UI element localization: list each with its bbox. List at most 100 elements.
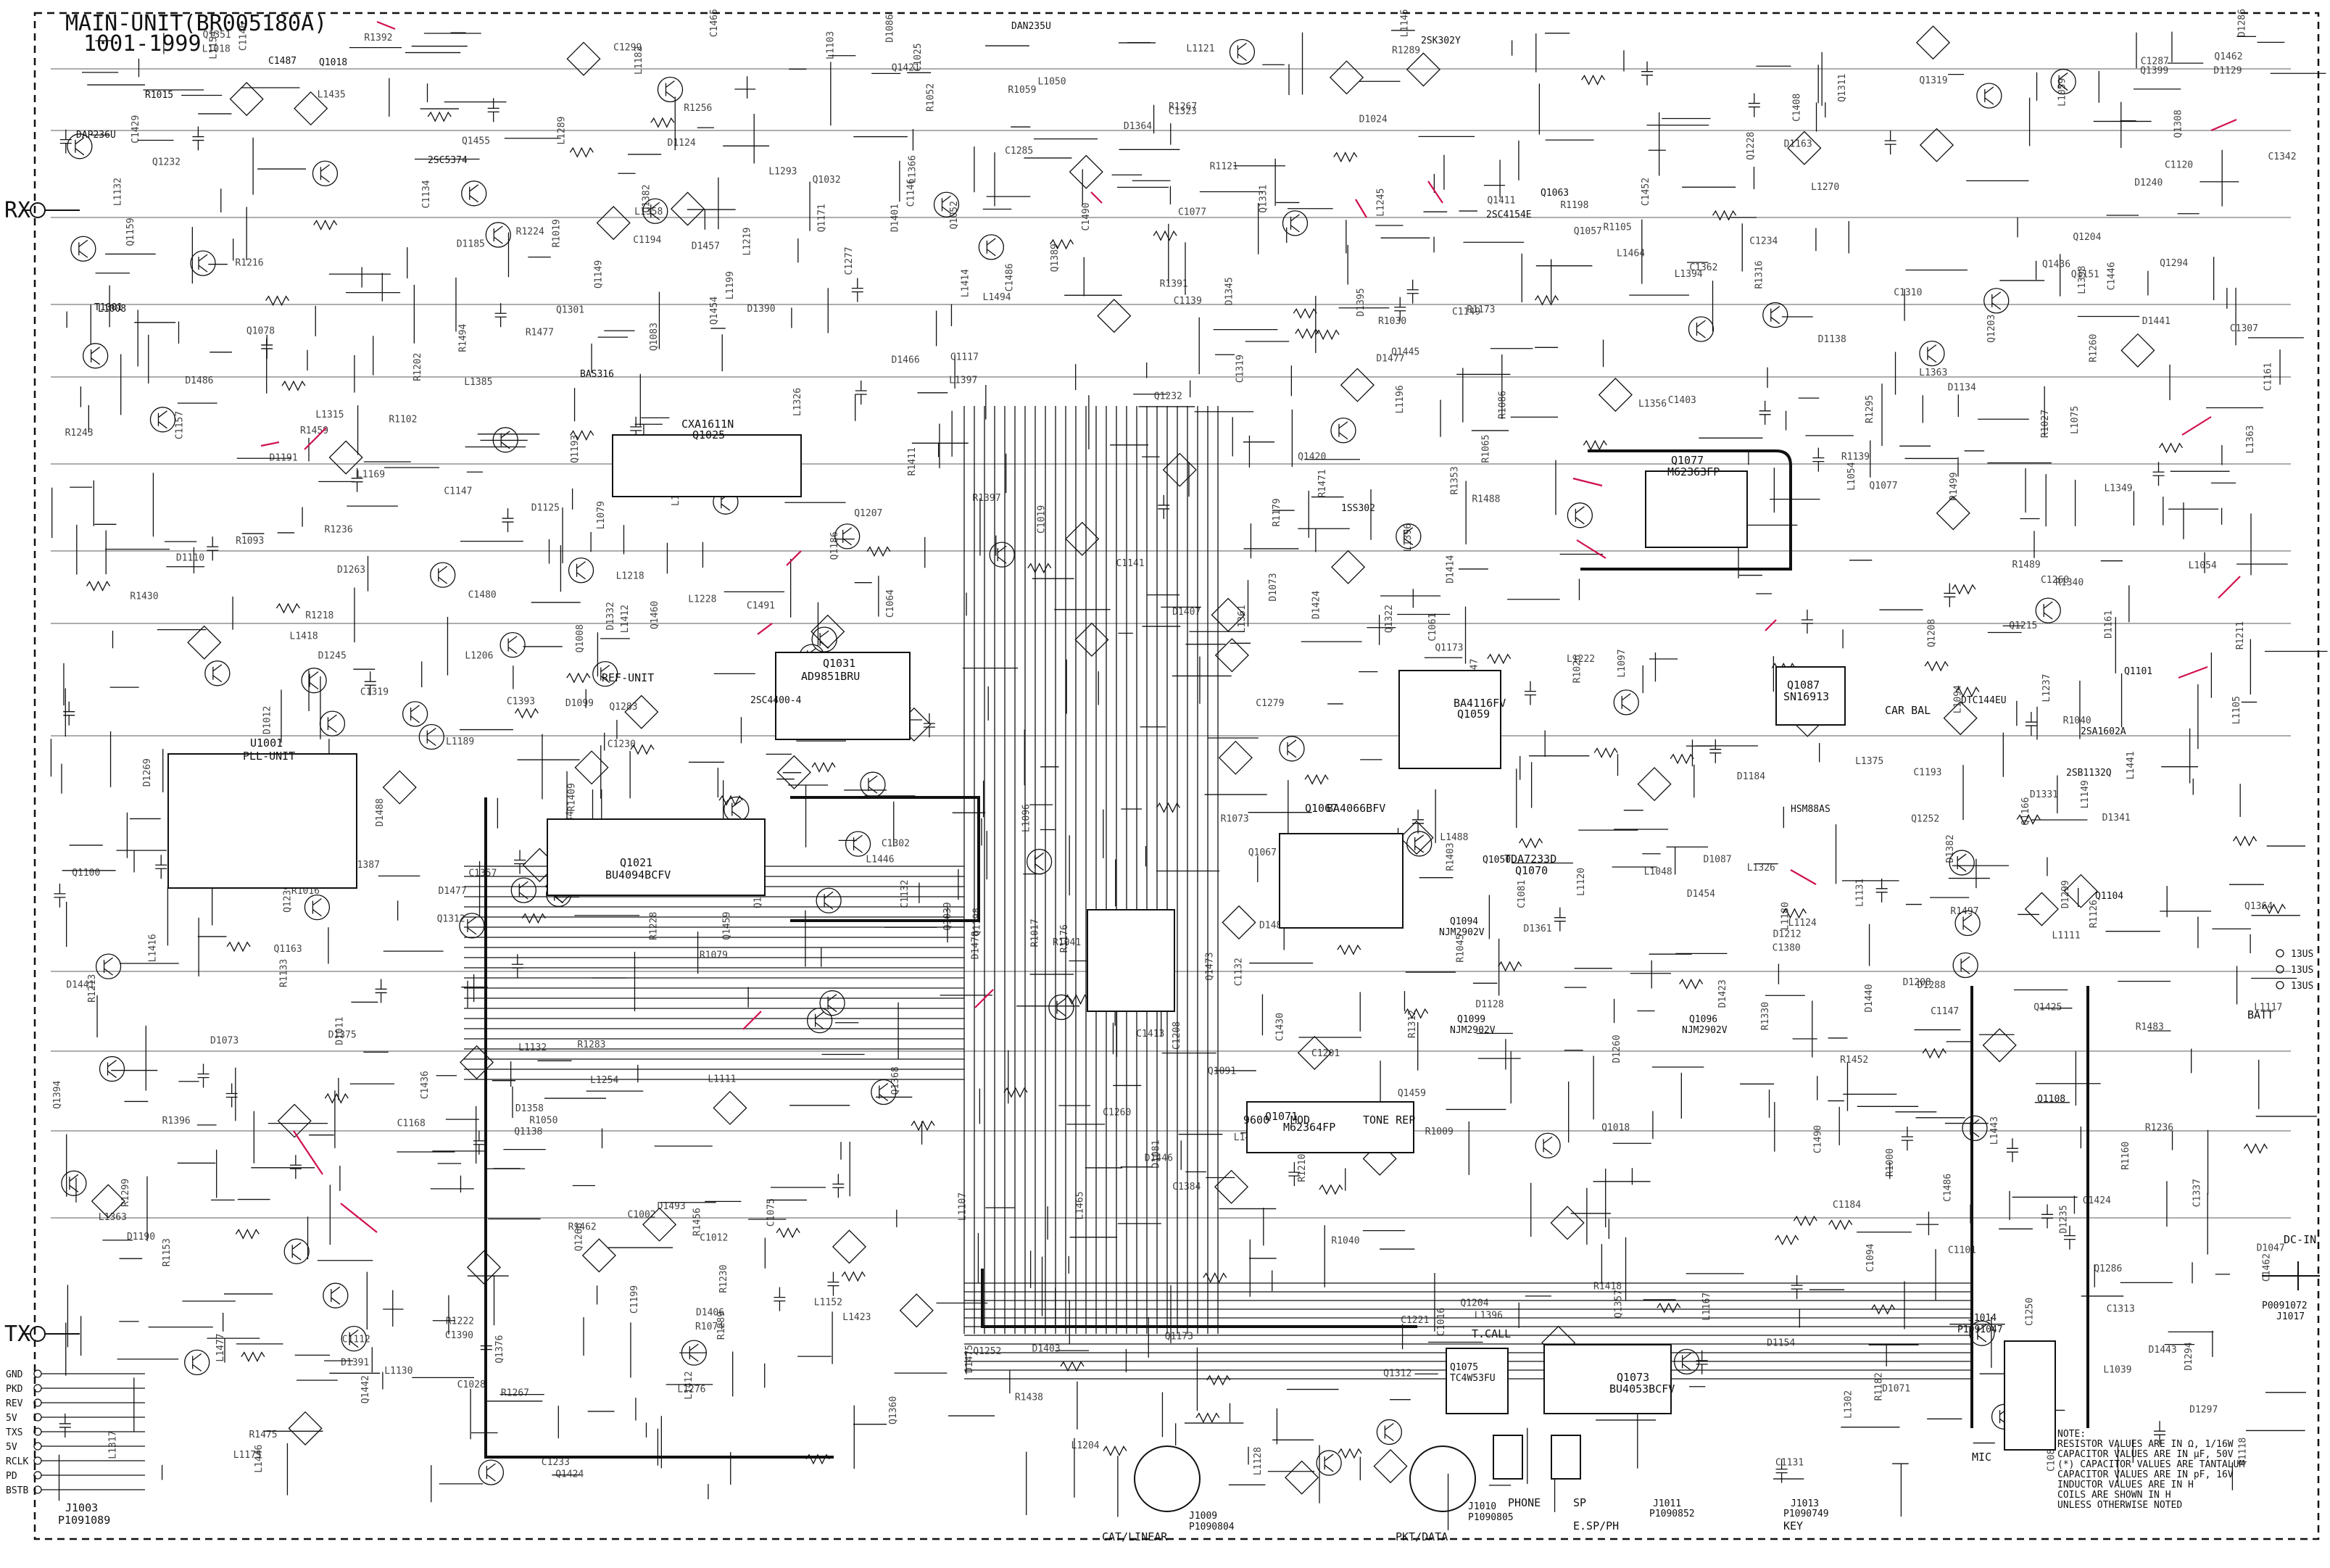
left-pin-label: PD	[6, 1471, 17, 1482]
svg-text:R1121: R1121	[1210, 161, 1238, 172]
part-p-0: R1015	[145, 90, 173, 101]
opamp-q1094-ref: Q1094	[1450, 916, 1478, 927]
part-p-8: Q1104	[2095, 891, 2123, 902]
ic-q1070-ref: Q1070	[1515, 864, 1548, 877]
svg-text:R1462: R1462	[568, 1221, 597, 1232]
key-part: P1090749	[1783, 1509, 1829, 1519]
connector-p1091089: P1091089	[58, 1514, 110, 1527]
svg-text:Q1057: Q1057	[1574, 226, 1602, 237]
note-line-6: UNLESS OTHERWISE NOTED	[2057, 1500, 2182, 1511]
bottom-connectors: CAT/LINEAR J1009 P1090804 PKT/DATA J1010…	[1102, 1435, 1829, 1543]
svg-text:R1160: R1160	[2120, 1142, 2131, 1170]
part-tr-3: DTC144EU	[1961, 695, 2007, 706]
part-tr-5: 2SA1602A	[2081, 726, 2126, 737]
svg-text:D1391: D1391	[341, 1358, 369, 1369]
left-pin-label: PKD	[6, 1384, 23, 1395]
svg-text:L1465: L1465	[1075, 1191, 1086, 1219]
svg-text:Q1311: Q1311	[1837, 74, 1848, 102]
svg-text:C1149: C1149	[1452, 307, 1480, 318]
left-pin-label: GND	[6, 1369, 23, 1380]
svg-text:R1289: R1289	[1392, 45, 1420, 56]
svg-text:D1110: D1110	[176, 553, 204, 564]
svg-text:D1134: D1134	[1948, 383, 1976, 394]
svg-text:Q1436: Q1436	[2042, 259, 2070, 270]
svg-text:R1411: R1411	[907, 447, 918, 476]
svg-text:D1375: D1375	[328, 1029, 357, 1040]
svg-text:R1045: R1045	[1455, 934, 1466, 963]
svg-text:D1294: D1294	[2184, 1342, 2194, 1370]
svg-text:C1302: C1302	[882, 839, 910, 850]
svg-text:C1323: C1323	[1169, 106, 1197, 117]
svg-text:R1182: R1182	[1873, 1372, 1884, 1401]
svg-text:Q1032: Q1032	[813, 175, 841, 186]
svg-text:Q1163: Q1163	[274, 944, 302, 955]
svg-text:C1260: C1260	[2041, 575, 2069, 586]
svg-text:R1499: R1499	[1949, 472, 1960, 500]
svg-text:D1240: D1240	[2134, 178, 2163, 188]
right-ports: DC-IN J1017 P0091072 J1014 P1091047 MIC …	[1957, 949, 2320, 1464]
svg-text:C1446: C1446	[2107, 262, 2118, 290]
ic-q1087-name: SN16913	[1783, 690, 1829, 703]
part-tr-4: 2SB1132Q	[2066, 768, 2112, 779]
svg-text:R1050: R1050	[529, 1116, 557, 1127]
svg-text:C1201: C1201	[1311, 1048, 1340, 1059]
svg-text:L1189: L1189	[446, 737, 474, 747]
svg-text:R1459: R1459	[300, 426, 328, 436]
tone-rep-label: TONE REP	[1363, 1113, 1415, 1127]
svg-text:R1093: R1093	[236, 536, 264, 547]
svg-text:R1475: R1475	[249, 1430, 277, 1440]
svg-text:R1488: R1488	[1472, 494, 1500, 505]
svg-text:D1457: D1457	[692, 241, 720, 252]
svg-text:R1330: R1330	[1760, 1002, 1771, 1030]
svg-text:C1342: C1342	[2268, 152, 2296, 162]
svg-text:L1423: L1423	[842, 1312, 871, 1323]
left-pin-label: REV	[6, 1398, 23, 1409]
svg-text:R1489: R1489	[2012, 560, 2041, 571]
part-tr-0: 2SC4400-4	[750, 695, 802, 706]
svg-text:Q1204: Q1204	[2073, 232, 2101, 243]
car-bal-label: CAR BAL	[1885, 704, 1931, 717]
svg-text:Q1368: Q1368	[890, 1066, 901, 1095]
svg-text:R1202: R1202	[412, 353, 423, 381]
svg-text:L1435: L1435	[318, 89, 346, 100]
svg-text:D1129: D1129	[2213, 65, 2242, 76]
svg-text:L1075: L1075	[2070, 406, 2081, 434]
svg-text:Q1215: Q1215	[2009, 621, 2037, 631]
left-pin-label: 5V	[6, 1413, 17, 1424]
ic-q1031-name: AD9851BRU	[801, 670, 860, 683]
note-line-4: INDUCTOR VALUES ARE IN H	[2057, 1480, 2194, 1490]
svg-text:L1105: L1105	[2231, 696, 2242, 724]
svg-text:C1139: C1139	[1174, 296, 1202, 307]
svg-text:Q1077: Q1077	[1869, 481, 1897, 491]
svg-text:L1218: L1218	[616, 571, 644, 582]
esp-ph-label: E.SP/PH	[1573, 1519, 1619, 1532]
svg-text:D1081: D1081	[1151, 1140, 1162, 1168]
svg-text:Q1159: Q1159	[125, 217, 136, 246]
svg-text:Q1319: Q1319	[1919, 75, 1947, 86]
svg-text:D1446: D1446	[1145, 1153, 1173, 1163]
svg-text:R1040: R1040	[1331, 1236, 1359, 1247]
svg-text:D1414: D1414	[1445, 555, 1456, 583]
svg-text:R1452: R1452	[1840, 1055, 1868, 1066]
svg-text:C1141: C1141	[1116, 558, 1144, 569]
svg-text:R1126: R1126	[2089, 900, 2099, 928]
svg-text:C1310: C1310	[1894, 287, 1922, 298]
left-pin-label: BSTB	[6, 1485, 28, 1496]
svg-text:L1204: L1204	[1071, 1440, 1100, 1451]
svg-text:C1313: C1313	[2107, 1304, 2135, 1315]
svg-text:L1363: L1363	[2245, 426, 2256, 454]
svg-text:L1039: L1039	[2103, 1364, 2131, 1375]
svg-text:R1079: R1079	[700, 950, 728, 961]
svg-text:C1480: C1480	[468, 590, 497, 601]
svg-text:R1179: R1179	[1272, 498, 1282, 526]
svg-text:Q1286: Q1286	[2094, 1264, 2122, 1274]
svg-text:R1041: R1041	[1053, 937, 1081, 948]
svg-text:L1048: L1048	[1644, 866, 1672, 877]
svg-text:R1073: R1073	[1221, 814, 1249, 825]
ic-q1059-ref: Q1059	[1457, 708, 1490, 721]
svg-text:C1132: C1132	[1234, 958, 1245, 986]
svg-text:R1173: R1173	[1467, 304, 1495, 315]
svg-text:R1230: R1230	[718, 1265, 729, 1293]
svg-text:C1081: C1081	[1517, 880, 1527, 908]
